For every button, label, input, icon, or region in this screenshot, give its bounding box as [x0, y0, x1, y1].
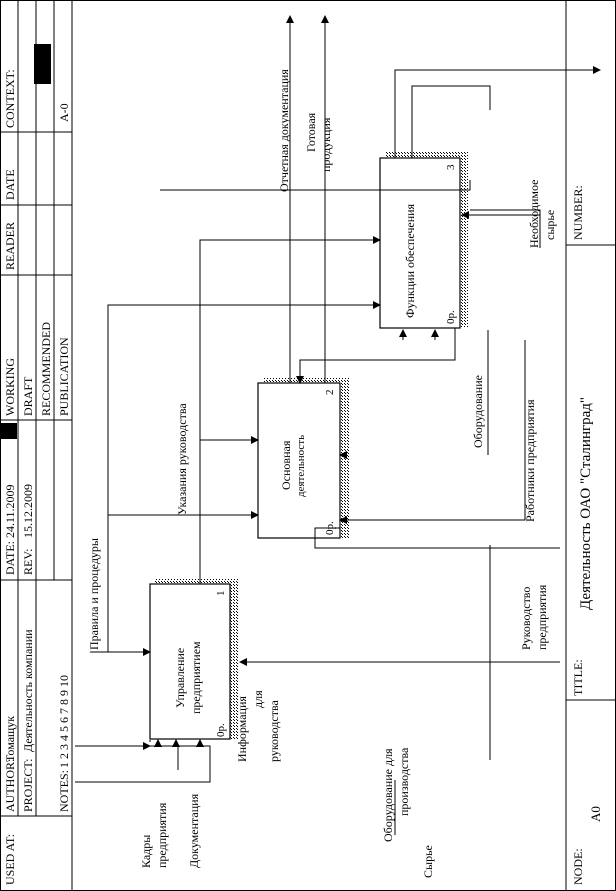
label-documentation: Документация — [187, 793, 201, 868]
working-label: WORKING — [3, 358, 17, 416]
project-label: PROJECT: — [21, 759, 35, 812]
title-label: TITLE: — [571, 659, 585, 696]
author-value: Томащук — [3, 716, 17, 762]
box-1-number: 1 — [215, 591, 227, 597]
footer-block: NODE: A0 TITLE: Деятельность ОАО "Сталин… — [571, 185, 603, 885]
label-equip-prod: производства — [397, 747, 411, 816]
arrow-documentation[interactable] — [75, 745, 211, 783]
label-management: Руководство — [519, 587, 533, 650]
label-info: руководства — [267, 700, 281, 762]
context-thumbnail — [34, 44, 51, 84]
label-needed-raw: Необходимое — [527, 180, 541, 248]
date2-label: DATE — [3, 169, 17, 200]
node-label: NODE: — [571, 848, 585, 885]
recommended-label: RECOMMENDED — [39, 322, 53, 416]
activity-box-1[interactable]: Управление предприятием 1 0р. — [149, 579, 239, 740]
box-1-label: Управление — [173, 648, 187, 708]
date-label: DATE: — [3, 541, 17, 575]
label-product: продукция — [319, 117, 333, 172]
label-product: Готовая — [304, 112, 318, 152]
label-management: предприятия — [535, 584, 549, 650]
publication-label: PUBLICATION — [57, 337, 71, 416]
reader-label: READER — [3, 222, 17, 270]
label-info: для — [251, 690, 265, 708]
box-2-label: Основная — [279, 440, 293, 490]
node-value: A0 — [588, 806, 603, 822]
date-value: 24.11.2009 — [3, 484, 17, 538]
author-label: AUTHOR: — [3, 759, 17, 812]
arrows — [75, 15, 601, 835]
box-1-label: предприятием — [189, 641, 203, 714]
number-label: NUMBER: — [571, 185, 585, 240]
label-workers: Работники предприятия — [523, 399, 537, 522]
label-report-docs: Отчетная документация — [277, 69, 291, 192]
header-block: USED AT: AUTHOR: Томащук DATE: 24.11.200… — [3, 69, 71, 885]
notes-label: NOTES: — [57, 770, 71, 812]
context-label: CONTEXT: — [3, 69, 17, 128]
box-1-cost: 0р. — [215, 723, 227, 737]
box-3-cost: 0р. — [445, 310, 457, 324]
project-value: Деятельность компании — [21, 629, 35, 752]
box-3-label: Функции обеспечения — [403, 203, 417, 318]
label-equip-prod: Оборудование для — [381, 748, 395, 842]
box-3-number: 3 — [445, 164, 457, 170]
draft-label: DRAFT — [21, 376, 35, 416]
label-directives: Указания руководства — [175, 403, 189, 515]
label-kadry: предприятия — [155, 802, 169, 868]
label-kadry: Кадры — [139, 835, 153, 868]
rev-label: REV: — [21, 549, 35, 575]
box-2-number: 2 — [324, 390, 336, 396]
label-raw: Сырье — [421, 845, 435, 878]
label-equipment: Оборудование — [471, 375, 485, 448]
notes-numbers: 1 2 3 4 5 6 7 8 9 10 — [57, 675, 71, 768]
rev-value: 15.12.2009 — [21, 484, 35, 538]
context-node: A-0 — [57, 103, 71, 122]
activity-box-3[interactable]: Функции обеспечения 3 0р. — [379, 152, 468, 329]
label-info: Информация — [235, 696, 249, 762]
arrow-workers[interactable] — [339, 340, 526, 524]
used-at-label: USED AT: — [3, 834, 17, 885]
label-needed-raw: сырье — [543, 210, 557, 240]
arrow-directives[interactable] — [199, 436, 259, 584]
working-status-marker — [0, 423, 17, 439]
arrow-labels: Кадры предприятия Документация Информаци… — [87, 69, 557, 878]
box-2-label: деятельность — [295, 435, 307, 497]
diagram-title: Деятельность ОАО "Сталинград" — [578, 397, 594, 610]
label-rules: Правила и процедуры — [87, 538, 101, 650]
activity-box-2[interactable]: Основная деятельность 2 0р. — [257, 378, 350, 539]
